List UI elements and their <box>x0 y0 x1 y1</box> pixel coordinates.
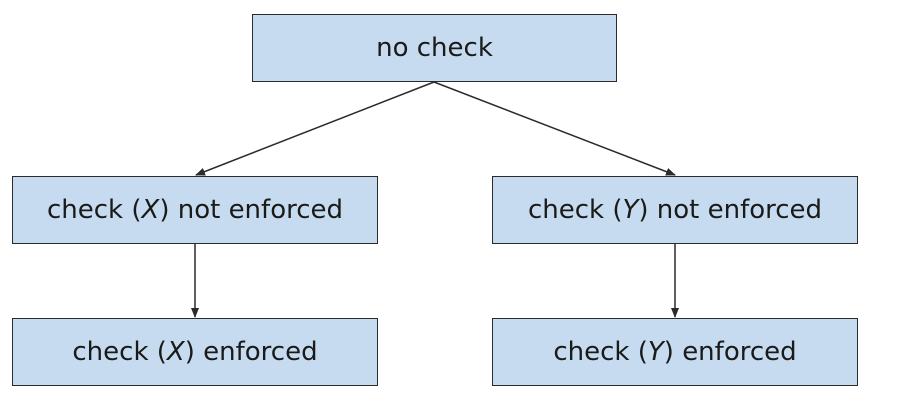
node-check-x-enforced: check (X) enforced <box>12 318 378 386</box>
node-label-prefix: check ( <box>527 195 623 225</box>
node-no-check-label: no check <box>376 33 493 63</box>
node-label-prefix: check ( <box>553 337 648 367</box>
node-label-prefix: check ( <box>72 337 167 367</box>
node-label-suffix: ) enforced <box>184 337 318 367</box>
node-label-suffix: ) not enforced <box>638 195 823 225</box>
node-label-variable: X <box>166 337 185 367</box>
node-label-variable: Y <box>622 195 639 225</box>
edge-root-to-y-not-enforced <box>433 81 676 176</box>
node-check-x-not-enforced: check (X) not enforced <box>12 176 378 244</box>
node-label-variable: Y <box>647 337 664 367</box>
node-label-variable: X <box>141 195 160 225</box>
node-no-check: no check <box>252 14 617 82</box>
node-check-y-enforced: check (Y) enforced <box>492 318 858 386</box>
edge-root-to-x-not-enforced <box>195 81 435 176</box>
node-label-prefix: check ( <box>46 195 142 225</box>
node-label-suffix: ) enforced <box>663 337 797 367</box>
node-label-suffix: ) not enforced <box>159 195 344 225</box>
node-check-y-not-enforced: check (Y) not enforced <box>492 176 858 244</box>
